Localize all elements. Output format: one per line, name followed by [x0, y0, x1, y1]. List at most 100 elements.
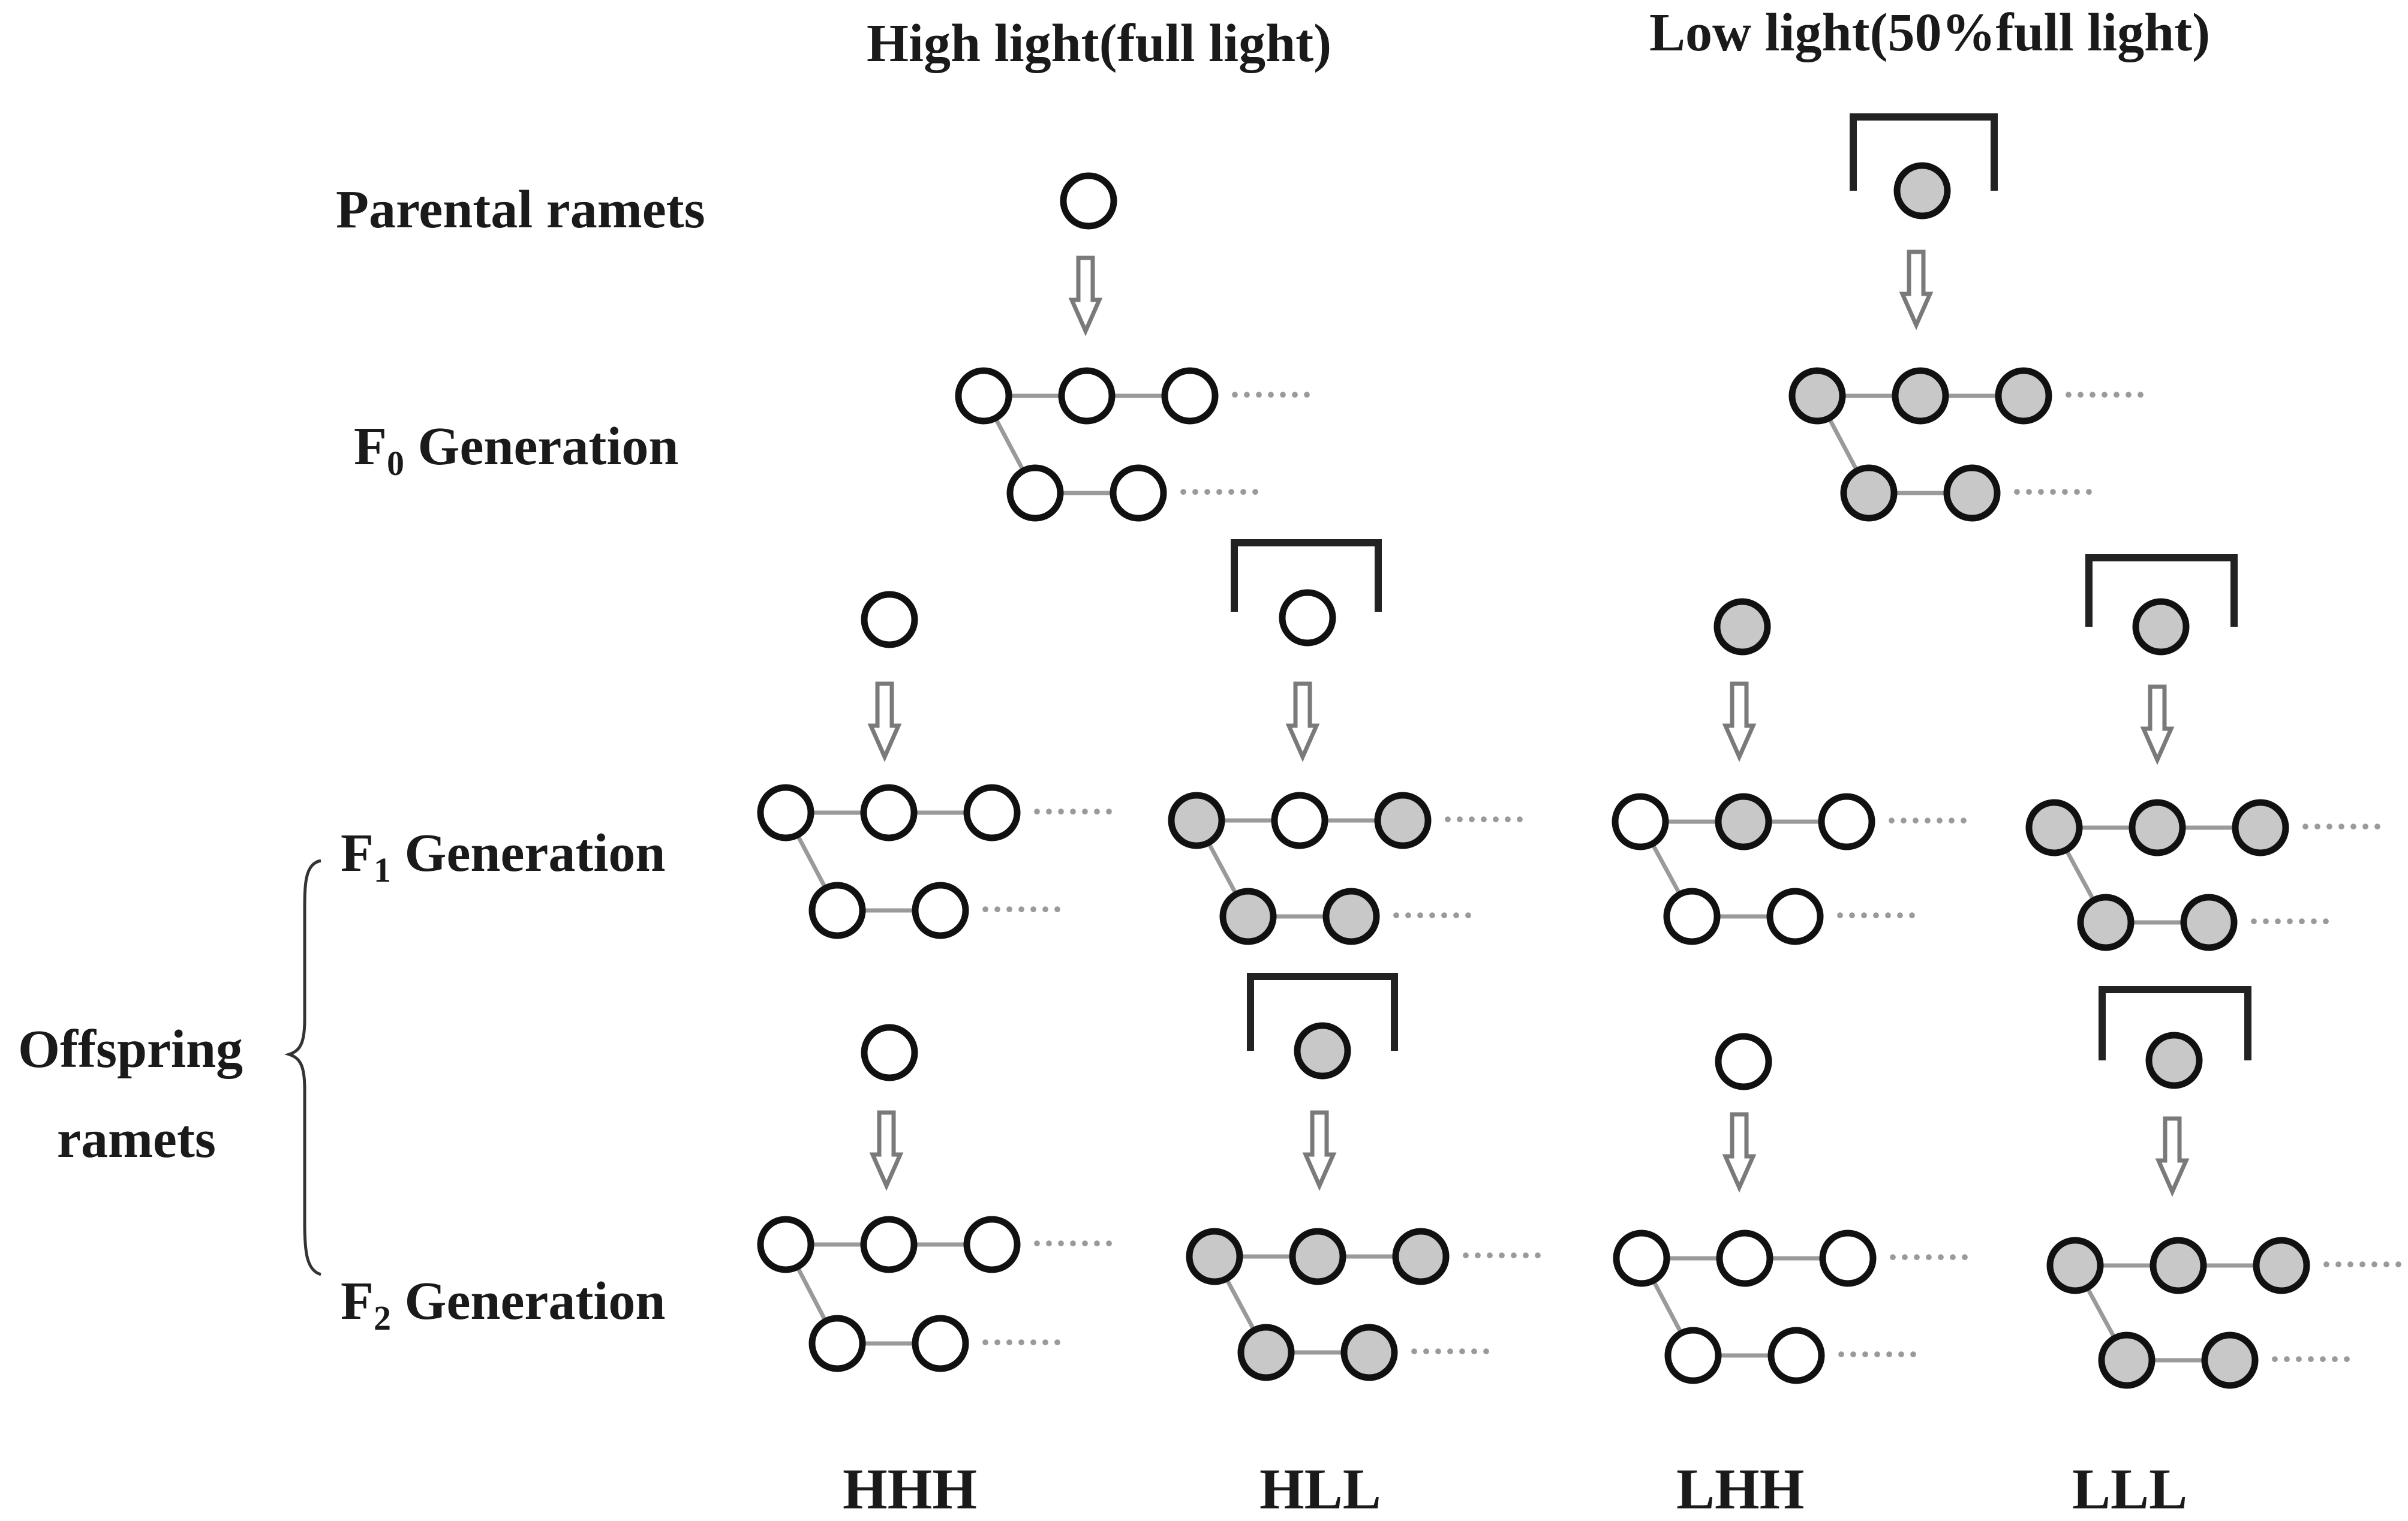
ramet-node — [1767, 1327, 1825, 1384]
f1-generation-label: F1 Generation — [341, 823, 665, 888]
f2-letter: F — [341, 1271, 374, 1331]
parental-ramets-label: Parental ramets — [336, 180, 705, 239]
ramet-clusters: ······· ······· ······· ······· ······· ·····… — [757, 367, 2404, 1389]
ramet-node — [1788, 367, 1846, 425]
ramet-node — [1892, 367, 1949, 425]
down-arrow — [867, 681, 902, 762]
ramet-node — [1058, 367, 1116, 425]
offspring-ramets-label-line1: Offspring — [18, 1020, 243, 1079]
ramet-node — [2145, 1032, 2203, 1089]
down-arrow — [1722, 681, 1757, 762]
ramet-node — [912, 882, 969, 939]
continuation-dots: ······· — [979, 889, 1063, 929]
f0-rest: Generation — [404, 417, 679, 476]
ramet-node — [2232, 799, 2289, 856]
low-light-header: Low light(50%full light) — [1649, 3, 2211, 62]
treatment-label-lhh: LHH — [1676, 1457, 1805, 1521]
treatment-label-hhh: HHH — [843, 1457, 978, 1521]
ramet-cluster — [2046, 1237, 2310, 1389]
ramet-cluster — [2025, 799, 2289, 951]
down-arrow — [2140, 684, 2175, 765]
continuation-dots: ······· — [1834, 895, 1918, 935]
treatment-label-hll: HLL — [1259, 1457, 1381, 1521]
ramet-node — [2129, 799, 2186, 856]
f0-subscript: 0 — [386, 444, 404, 483]
continuation-dots: ······· — [1886, 801, 1970, 840]
continuation-dots: ······· — [2063, 375, 2147, 414]
ramet-node — [1161, 367, 1219, 425]
ramet-node — [1237, 1324, 1295, 1381]
ramet-node — [1340, 1324, 1398, 1381]
ramet-node — [963, 784, 1021, 841]
ramet-node — [1995, 367, 2052, 425]
offspring-ramets-label-line2: ramets — [57, 1110, 216, 1169]
ramet-node — [860, 784, 918, 841]
ramet-node — [808, 1315, 866, 1372]
ramet-node — [1715, 1033, 1772, 1090]
ramet-node — [912, 1315, 969, 1372]
ramet-node — [963, 1216, 1021, 1273]
continuation-dots: ······· — [2320, 1245, 2404, 1284]
continuation-dots: ······· — [979, 1322, 1063, 1362]
down-arrow — [1285, 681, 1320, 762]
ramet-node — [1664, 1327, 1722, 1384]
ramet-node — [1294, 1022, 1351, 1080]
ramet-cluster — [1168, 792, 1432, 945]
ramet-node — [1893, 162, 1951, 220]
ramet-node — [861, 1024, 918, 1081]
f0-letter: F — [354, 417, 387, 476]
ramet-node — [1818, 793, 1875, 850]
f0-generation-label: F0 Generation — [354, 417, 679, 481]
down-arrow — [2155, 1116, 2190, 1197]
ramet-node — [808, 882, 866, 939]
ramet-cluster — [1788, 367, 2052, 522]
treatment-label-lll: LLL — [2072, 1457, 2188, 1521]
ramet-node — [1006, 464, 1064, 522]
shade-bracket — [1850, 113, 1998, 191]
down-arrow — [1302, 1110, 1337, 1191]
curly-brace — [284, 859, 321, 1276]
ramet-cluster — [1612, 793, 1875, 945]
f1-letter: F — [341, 823, 374, 883]
ramet-node — [1716, 1230, 1773, 1287]
ramet-node — [1392, 1228, 1450, 1285]
ramet-node — [1613, 1230, 1670, 1287]
ramet-node — [1289, 1228, 1346, 1285]
ramet-node — [2150, 1237, 2207, 1294]
f2-rest: Generation — [390, 1271, 666, 1331]
shade-bracket — [2099, 986, 2251, 1060]
shade-bracket — [1247, 973, 1398, 1051]
single-ramets — [861, 162, 2203, 1090]
ramet-cluster — [955, 367, 1219, 522]
generation-arrows — [867, 250, 2190, 1197]
down-arrow — [1722, 1112, 1757, 1193]
ramet-node — [860, 1216, 918, 1273]
ramet-node — [2132, 598, 2190, 656]
shade-brackets — [1231, 113, 2251, 1060]
ramet-node — [1840, 464, 1898, 522]
ramet-node — [2253, 1237, 2310, 1294]
ramet-node — [1110, 464, 1167, 522]
continuation-dots: ······· — [1408, 1331, 1492, 1371]
down-arrow — [869, 1110, 904, 1191]
continuation-dots: ······· — [2011, 472, 2095, 512]
continuation-dots: ······· — [1031, 792, 1115, 831]
ramet-node — [1186, 1228, 1243, 1285]
ramet-node — [1715, 793, 1772, 850]
ramet-node — [955, 367, 1012, 425]
ramet-node — [1168, 792, 1225, 849]
ramet-cluster — [1613, 1230, 1877, 1384]
f1-subscript: 1 — [373, 850, 391, 889]
continuation-dots: ······· — [1887, 1237, 1971, 1277]
ramet-node — [1766, 888, 1824, 945]
ramet-node — [1060, 172, 1117, 230]
ramet-node — [1322, 888, 1380, 945]
ramet-node — [1374, 792, 1432, 849]
continuation-dots: ······· — [1835, 1334, 1919, 1374]
continuation-dots: ······· — [1390, 895, 1474, 935]
continuation-dots: ······· — [1229, 375, 1313, 414]
high-light-header: High light(full light) — [867, 14, 1332, 73]
down-arrow — [1068, 255, 1103, 336]
ramet-node — [1279, 589, 1336, 647]
